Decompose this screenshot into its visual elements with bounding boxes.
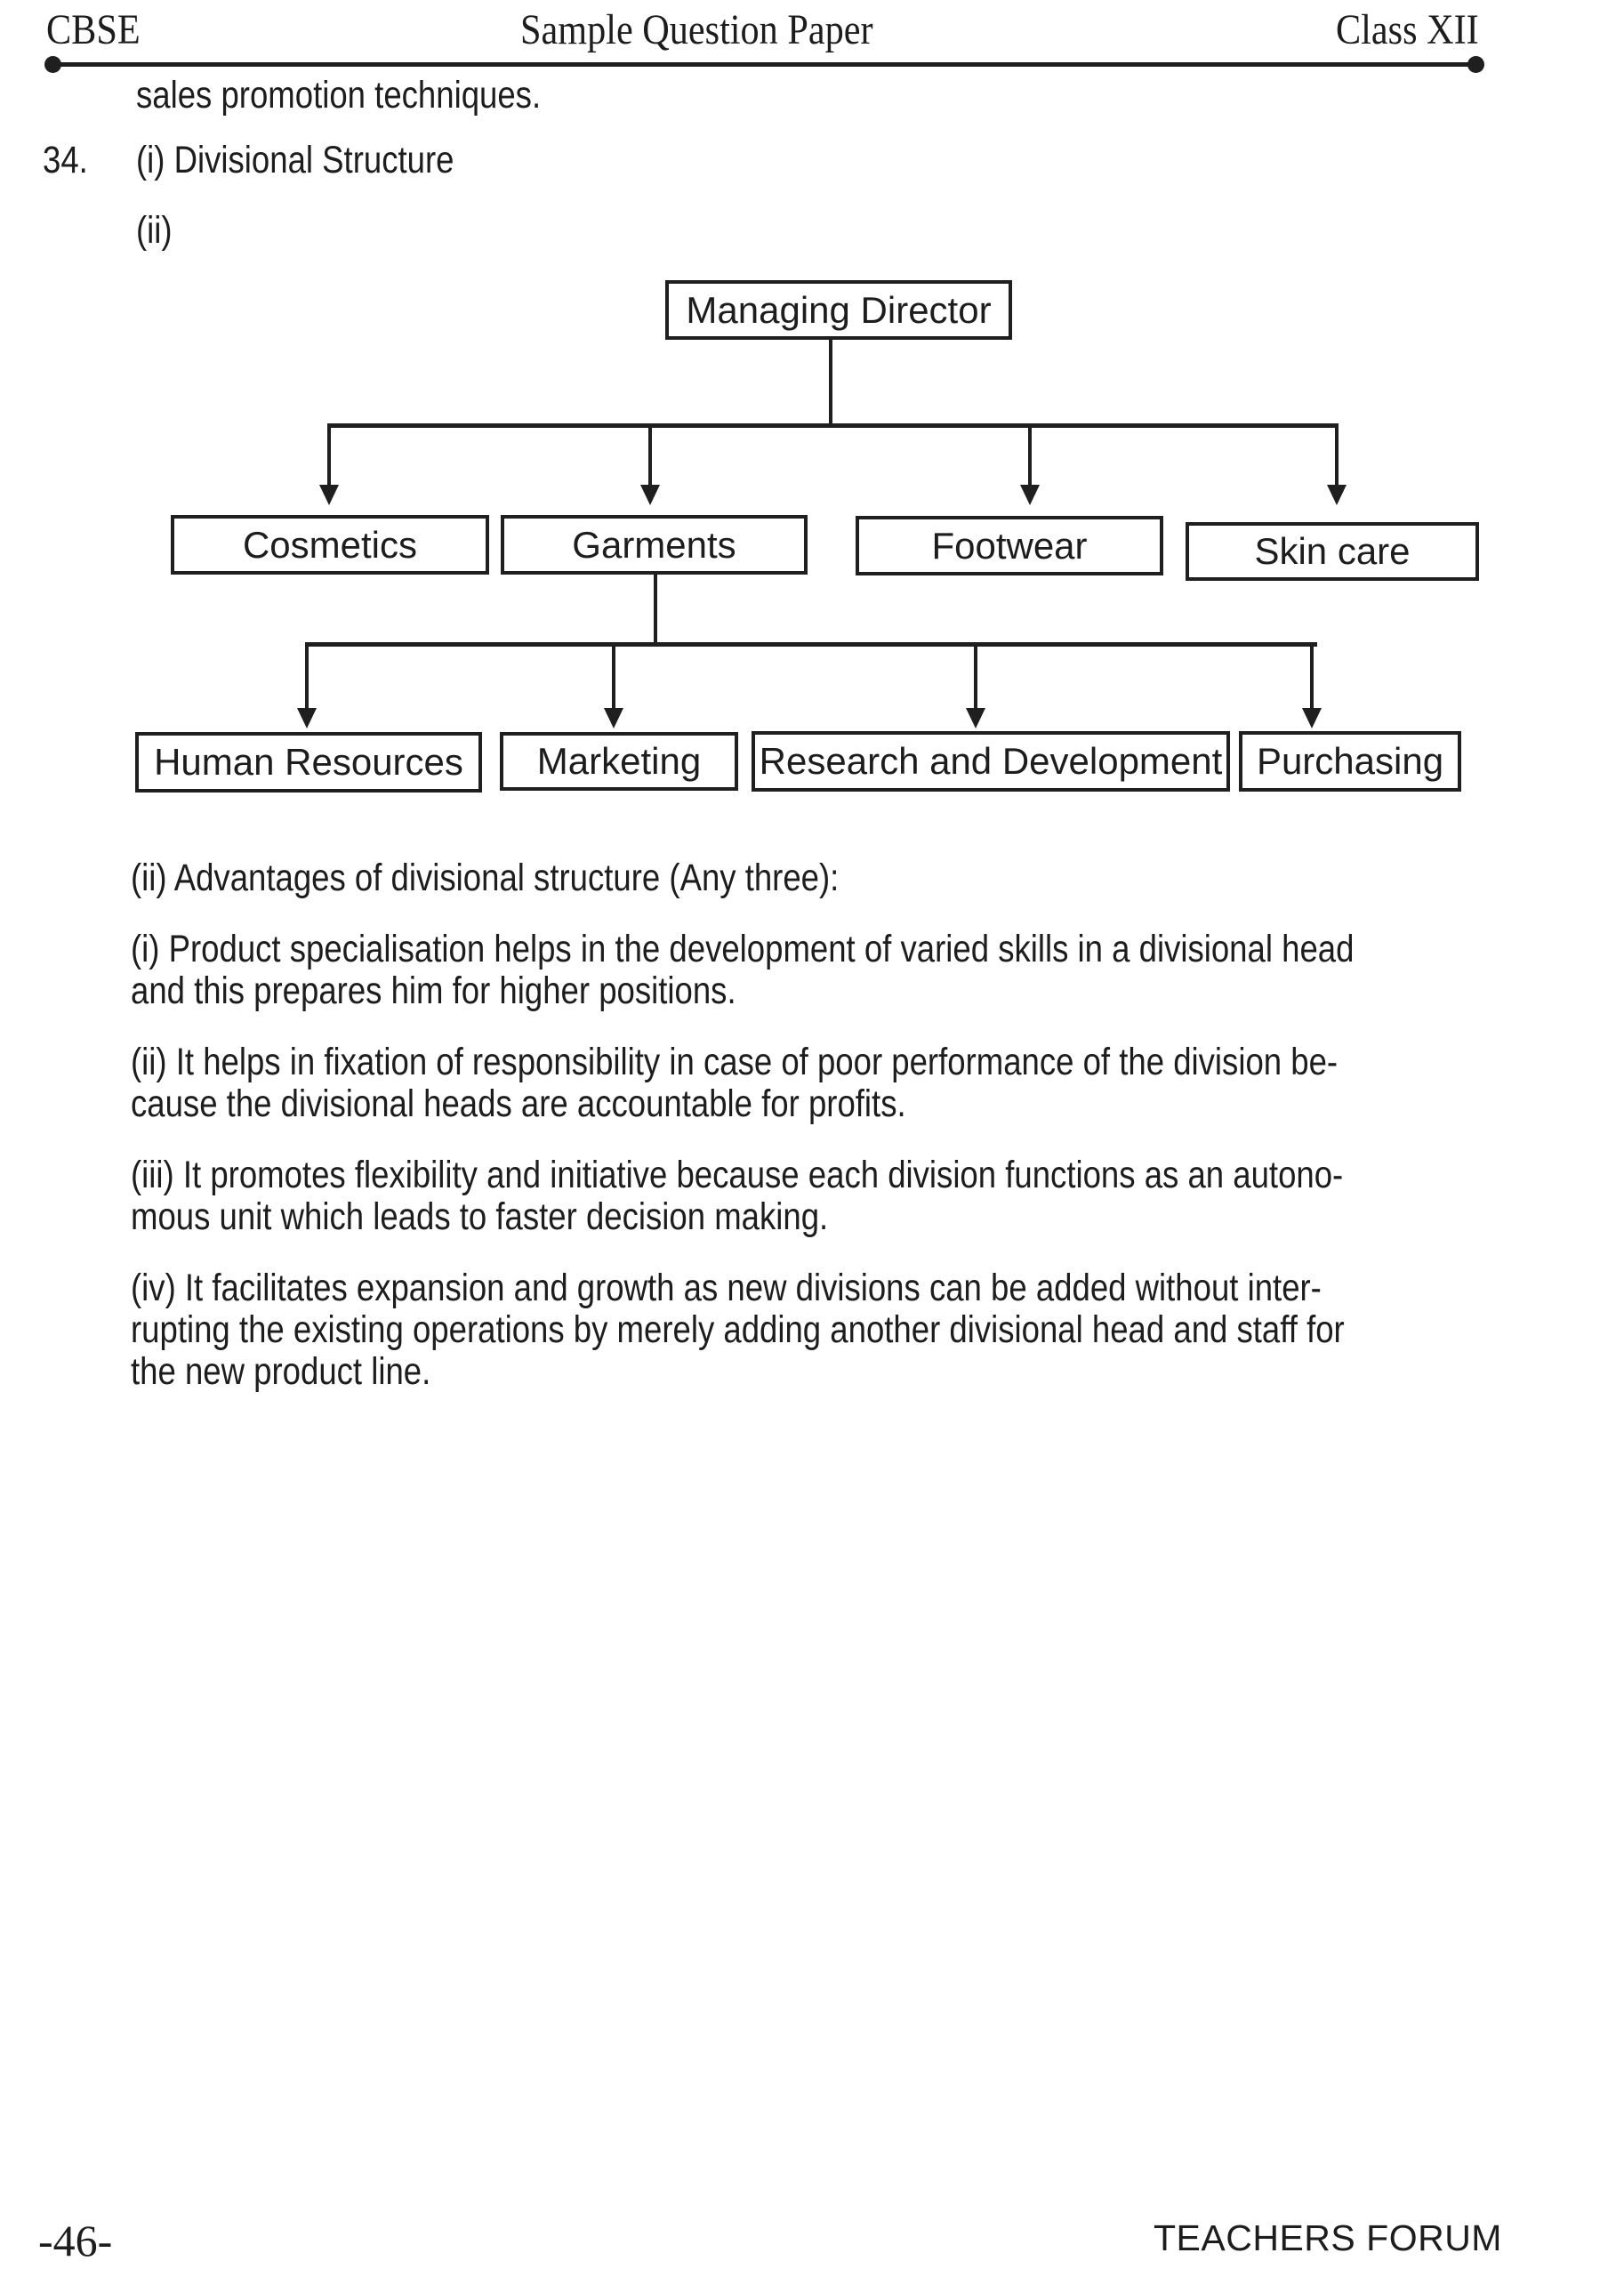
org-node-label: Garments [572, 523, 736, 566]
question-part-i: (i) Divisional Structure [136, 139, 454, 181]
connector-arrow-shaft [327, 423, 331, 486]
header-rule-right-dot [1467, 56, 1484, 73]
arrow-down-icon [640, 485, 660, 505]
answer-paragraph: (iii) It promotes flexibility and initia… [131, 1154, 1344, 1238]
header-rule-left-dot [44, 56, 61, 73]
connector-garments-stem [654, 575, 657, 647]
org-node-label: Skin care [1254, 530, 1411, 572]
org-node-label: Footwear [931, 524, 1088, 567]
header-class-label: Class XII [1336, 6, 1479, 53]
connector-root-stem [829, 340, 832, 428]
connector-level1-bar [327, 423, 1339, 428]
org-node-purchasing: Purchasing [1239, 731, 1461, 792]
carryover-text: sales promotion techniques. [136, 74, 542, 117]
org-node-label: Research and Development [759, 740, 1223, 782]
answer-block: (ii) Advantages of divisional structure … [131, 857, 1491, 1422]
arrow-down-icon [1327, 485, 1347, 505]
answer-paragraph: (ii) It helps in fixation of responsibil… [131, 1041, 1339, 1125]
header-publisher: CBSE [46, 6, 141, 53]
answer-paragraph: (iv) It facilitates expansion and growth… [131, 1267, 1345, 1393]
answer-paragraph: (i) Product specialisation helps in the … [131, 928, 1355, 1012]
org-node-label: Purchasing [1256, 740, 1444, 782]
arrow-down-icon [966, 708, 985, 728]
connector-arrow-shaft [612, 642, 615, 709]
footer-brand: TEACHERS FORUM [1154, 2217, 1502, 2258]
org-node-footwear: Footwear [856, 516, 1163, 575]
org-node-research-and-development: Research and Development [752, 731, 1230, 792]
org-node-label: Managing Director [686, 288, 992, 331]
connector-arrow-shaft [1335, 423, 1339, 486]
connector-level2-bar [305, 642, 1317, 647]
arrow-down-icon [1020, 485, 1040, 505]
arrow-down-icon [297, 708, 317, 728]
arrow-down-icon [604, 708, 623, 728]
answer-heading: (ii) Advantages of divisional structure … [131, 857, 840, 899]
org-node-human-resources: Human Resources [135, 732, 482, 793]
org-node-label: Cosmetics [242, 523, 418, 566]
connector-arrow-shaft [974, 642, 977, 709]
org-node-cosmetics: Cosmetics [171, 515, 489, 575]
footer-page-number: -46- [38, 2216, 113, 2265]
org-node-skin-care: Skin care [1186, 522, 1479, 581]
org-node-marketing: Marketing [500, 732, 738, 791]
org-node-label: Marketing [536, 740, 702, 782]
header-title: Sample Question Paper [520, 6, 873, 53]
arrow-down-icon [1302, 708, 1322, 728]
question-number: 34. [43, 139, 88, 181]
question-part-ii-label: (ii) [136, 209, 173, 252]
org-node-garments: Garments [501, 515, 808, 575]
connector-arrow-shaft [1310, 642, 1314, 709]
arrow-down-icon [319, 485, 339, 505]
org-node-managing-director: Managing Director [665, 280, 1012, 340]
connector-arrow-shaft [1028, 423, 1032, 486]
connector-arrow-shaft [305, 642, 309, 709]
connector-arrow-shaft [648, 423, 652, 486]
header-rule [49, 62, 1478, 67]
org-node-label: Human Resources [154, 741, 463, 783]
